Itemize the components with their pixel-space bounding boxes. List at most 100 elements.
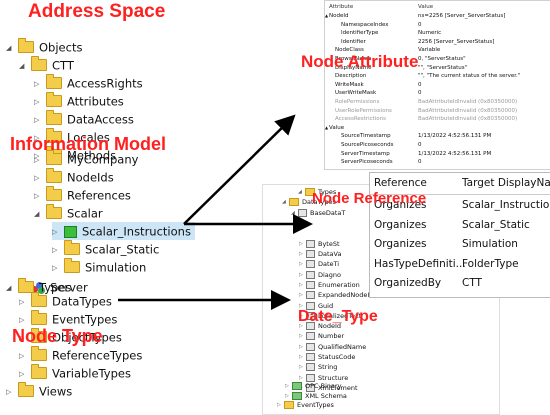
data-type-icon: [306, 271, 315, 280]
dt-item-number[interactable]: ▷Number: [299, 332, 345, 341]
node-reference-table: Reference Target DisplayName OrganizesSc…: [369, 172, 550, 298]
expand-icon[interactable]: ▷: [34, 155, 40, 164]
dt-item-data-types[interactable]: ◢DataTypes: [282, 198, 336, 207]
tree-item-access-rights[interactable]: ▷AccessRights: [34, 73, 143, 91]
reference-row[interactable]: HasTypeDefiniti...FolderType: [370, 255, 550, 274]
dt-item-qualified-name[interactable]: ▷QualifiedName: [299, 343, 367, 352]
expand-icon[interactable]: ▷: [34, 115, 40, 124]
tree-item-event-types[interactable]: ▷EventTypes: [19, 309, 118, 327]
expand-icon[interactable]: ▷: [19, 369, 25, 378]
dt-item-status-code[interactable]: ▷StatusCode: [299, 353, 356, 362]
tree-item-data-types[interactable]: ▷DataTypes: [19, 291, 112, 309]
collapse-icon[interactable]: ▲: [325, 13, 329, 18]
expand-icon[interactable]: ▷: [34, 97, 40, 106]
dt-item-diagnostic[interactable]: ▷Diagno: [299, 271, 342, 280]
dt-item-guid[interactable]: ▷Guid: [299, 302, 334, 311]
expand-icon[interactable]: ▷: [52, 245, 58, 254]
expand-icon[interactable]: ▷: [6, 387, 12, 396]
attribute-value: BadAttributeIdInvalid (0x80350000): [418, 99, 518, 105]
expand-icon[interactable]: ▷: [19, 333, 25, 342]
tree-item-object-types[interactable]: ▷ObjectTypes: [19, 327, 122, 345]
attribute-name: RolePermissions: [335, 99, 380, 105]
tree-item-scalar[interactable]: ◢Scalar: [34, 203, 103, 221]
dt-item-expanded-node-id[interactable]: ▷ExpandedNodeId: [299, 291, 374, 300]
tree-item-views[interactable]: ▷Views: [6, 381, 73, 399]
expand-icon[interactable]: ▷: [52, 227, 58, 236]
expand-icon[interactable]: ▷: [34, 79, 40, 88]
tree-item-attributes[interactable]: ▷Attributes: [34, 91, 124, 109]
tree-item-types[interactable]: ◢Types: [6, 277, 72, 295]
expand-icon[interactable]: ▷: [52, 263, 58, 272]
tree-item-reference-types[interactable]: ▷ReferenceTypes: [19, 345, 143, 363]
tree-item-scalar-static[interactable]: ▷Scalar_Static: [52, 239, 160, 257]
collapse-icon[interactable]: ◢: [6, 43, 12, 52]
attribute-row[interactable]: Description"", "The current status of th…: [325, 72, 550, 80]
dt-item-string[interactable]: ▷String: [299, 363, 338, 372]
dt-item-event-types[interactable]: ▷EventTypes: [277, 401, 334, 410]
dt-item-opc-binary[interactable]: ▷OPC Binary: [285, 382, 342, 391]
expand-icon[interactable]: ▷: [34, 173, 40, 182]
expand-icon[interactable]: ▷: [19, 351, 25, 360]
folder-icon: [31, 309, 47, 325]
data-type-icon: [306, 312, 315, 321]
folder-icon: [64, 239, 80, 255]
tree-item-my-company[interactable]: ▷MyCompany: [34, 149, 139, 167]
collapse-icon[interactable]: ◢: [34, 209, 40, 218]
dt-item-date-time[interactable]: ▷DateTi: [299, 260, 340, 269]
dt-item-data-value[interactable]: ▷DataVa: [299, 250, 342, 259]
dt-item-enumeration[interactable]: ▷Enumeration: [299, 281, 360, 290]
expand-icon[interactable]: ▷: [34, 133, 40, 142]
tree-item-simulation[interactable]: ▷Simulation: [52, 257, 147, 275]
data-type-icon: [306, 322, 315, 331]
dt-item-localized-text[interactable]: ▷LocalizedText: [299, 312, 362, 321]
dt-item-types[interactable]: ◢Types: [298, 188, 337, 197]
folder-icon: [46, 109, 62, 125]
attribute-row[interactable]: RolePermissions BadAttributeIdInvalid (0x…: [325, 98, 550, 106]
header-divider: [370, 194, 550, 195]
collapse-icon[interactable]: ◢: [19, 61, 25, 70]
attribute-row[interactable]: DisplayName"", "ServerStatus": [325, 64, 550, 72]
tree-item-data-access[interactable]: ▷DataAccess: [34, 109, 134, 127]
folder-icon: [18, 37, 34, 53]
tree-item-scalar-instructions[interactable]: ▷Scalar_Instructions: [52, 222, 195, 240]
collapse-icon[interactable]: ◢: [6, 283, 12, 292]
expand-icon[interactable]: ▷: [19, 315, 25, 324]
tree-item-locales[interactable]: ▷Locales: [34, 127, 110, 145]
dt-item-node-id[interactable]: ▷NodeId: [299, 322, 342, 331]
expand-icon[interactable]: ▷: [34, 191, 40, 200]
expand-icon[interactable]: ▷: [19, 297, 25, 306]
dt-item-xml-schema[interactable]: ▷XML Schema: [285, 392, 347, 401]
dt-item-structure[interactable]: ▷Structure: [299, 374, 349, 383]
collapse-icon[interactable]: ▲: [325, 124, 329, 130]
attribute-value: 1/13/2022 4:52:56.131 PM: [418, 150, 492, 157]
attribute-row[interactable]: ▲Value: [325, 124, 550, 132]
data-type-icon: [306, 343, 315, 352]
tree-item-objects[interactable]: ◢Objects: [6, 37, 83, 55]
tree-item-references[interactable]: ▷References: [34, 185, 131, 203]
dt-item-byte-string[interactable]: ▷ByteSt: [299, 240, 340, 249]
tree-item-ctt[interactable]: ◢CTT: [19, 55, 74, 73]
annotation-node-attribute: Node Attribute: [301, 52, 419, 71]
tree-item-node-ids[interactable]: ▷NodeIds: [34, 167, 114, 185]
attribute-name: BrowseName: [335, 56, 372, 62]
tree-item-variable-types[interactable]: ▷VariableTypes: [19, 363, 131, 381]
expand-icon[interactable]: ▷: [34, 151, 40, 160]
